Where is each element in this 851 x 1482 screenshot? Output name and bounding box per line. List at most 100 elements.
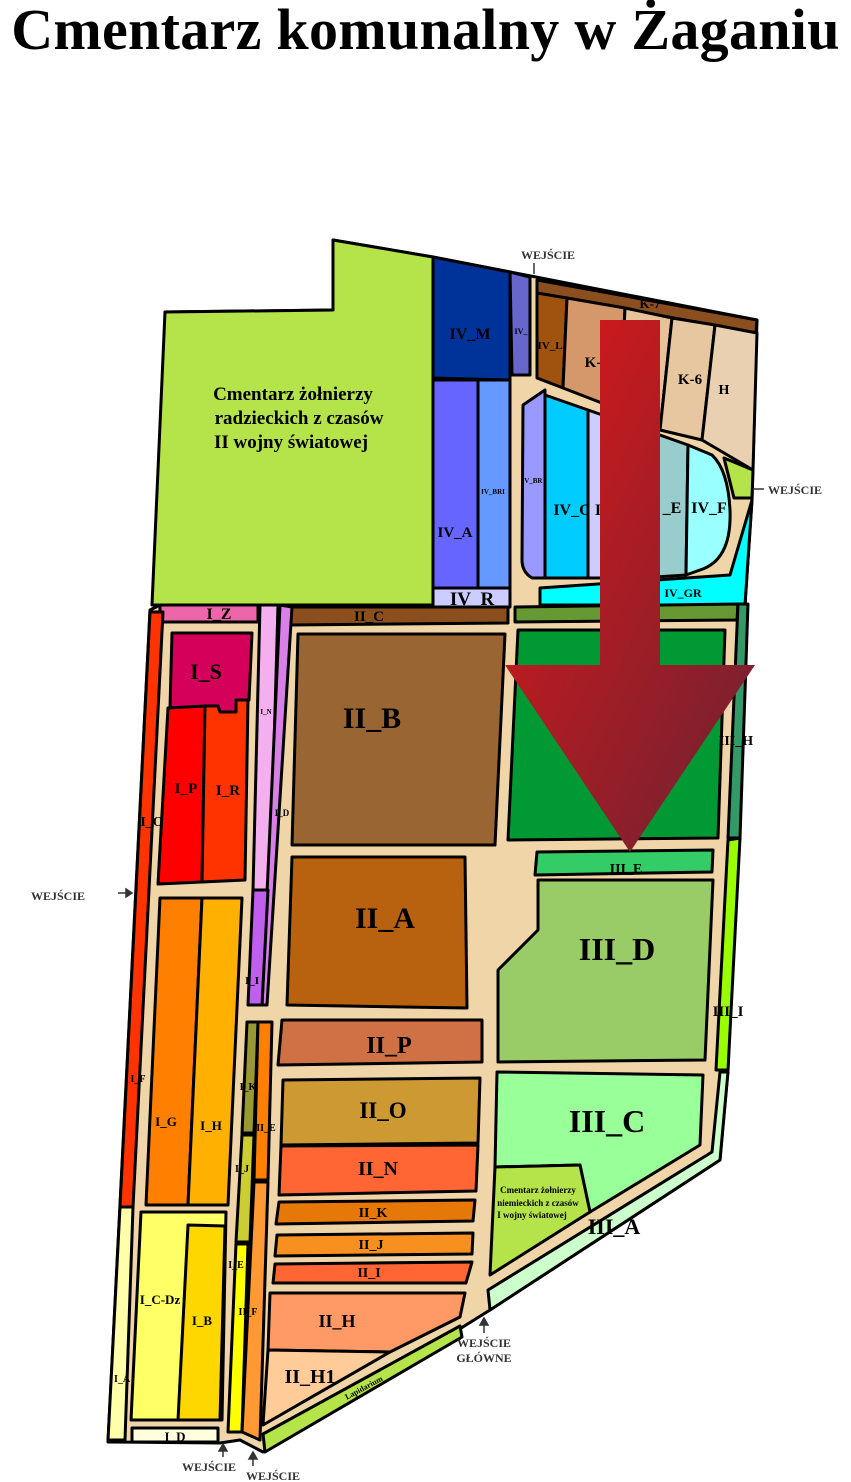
section-iv-gr[interactable]	[538, 498, 754, 607]
section-ii-k[interactable]	[274, 1198, 477, 1226]
entrance-east-label: WEJŚCIE	[768, 483, 822, 497]
label-i-n: I_N	[260, 708, 271, 716]
entrances: WEJŚCIE WEJŚCIE WEJŚCIE WEJŚCIE GŁÓWNE W…	[31, 248, 822, 1482]
label-k-6: K-6	[678, 372, 703, 388]
section-iii-i[interactable]	[714, 836, 742, 1072]
label-h: H	[719, 383, 730, 398]
section-ii-n[interactable]	[277, 1143, 480, 1197]
section-ii-b[interactable]	[290, 632, 507, 847]
label-i-e: I_E	[228, 1260, 244, 1271]
label-ii-h1: II_H1	[284, 1366, 335, 1388]
label-iii-c: III_C	[569, 1103, 645, 1139]
label-german-2: niemieckich z czasów	[497, 1198, 579, 1208]
label-i-c-dz: I_C-Dz	[140, 1292, 181, 1307]
section-iv-r[interactable]	[431, 586, 512, 609]
section-lapidarium[interactable]	[261, 1324, 464, 1454]
section-iv-small[interactable]	[508, 270, 532, 377]
label-iv-c: IV_C	[553, 502, 590, 519]
section-iv-a[interactable]	[431, 378, 480, 590]
section-ii-i[interactable]	[271, 1260, 474, 1285]
label-iv-m: IV_M	[450, 326, 491, 343]
label-i-s: I_S	[190, 659, 222, 684]
label-k-5: K-	[585, 355, 602, 371]
label-i-o: I_O	[140, 815, 163, 830]
label-iv-gr: IV_GR	[664, 586, 702, 600]
label-i-z: I_Z	[207, 606, 232, 623]
section-iv-c[interactable]	[543, 393, 590, 580]
label-iv-f: IV_F	[691, 500, 727, 517]
label-ii-o: II_O	[359, 1098, 406, 1123]
label-soviet-1: Cmentarz żołnierzy	[213, 384, 373, 405]
label-i-j: I_J	[235, 1164, 249, 1175]
section-iii-a[interactable]	[486, 1070, 730, 1312]
label-iii-d: III_D	[579, 931, 655, 967]
label-ii-a: II_A	[355, 902, 415, 935]
entrance-west-label: WEJŚCIE	[31, 889, 85, 903]
label-i-h: I_H	[200, 1118, 222, 1133]
section-i-i[interactable]	[246, 888, 270, 1007]
entrance-main-label-1: WEJŚCIE	[457, 1336, 511, 1350]
label-german-3: I wojny światowej	[497, 1210, 567, 1220]
label-iii-e: III_E	[610, 862, 643, 877]
label-german-1: Cmentarz żołnierzy	[500, 1185, 576, 1195]
entrance-top-label: WEJŚCIE	[521, 248, 575, 262]
section-ii-j[interactable]	[273, 1231, 475, 1258]
label-ii-h: II_H	[318, 1311, 355, 1331]
entrance-bottom-1-label: WEJŚCIE	[182, 1460, 236, 1474]
label-i-p: I_P	[175, 781, 198, 797]
label-iv-br: IV_BR	[521, 477, 543, 485]
label-i-b: I_B	[192, 1313, 213, 1328]
label-i-g: I_G	[155, 1114, 177, 1129]
section-iii-d[interactable]	[496, 878, 715, 1064]
label-ii-e: II_E	[256, 1123, 276, 1134]
section-ii-a[interactable]	[285, 855, 469, 1010]
label-i-i: I_I	[245, 975, 259, 987]
section-i-r[interactable]	[200, 698, 250, 884]
label-i-a: I_A	[114, 1374, 131, 1385]
section-i-a[interactable]	[106, 1205, 135, 1442]
label-i-d: I_D	[165, 1429, 186, 1444]
label-iv-small: IV_	[515, 327, 529, 336]
section-iv-br[interactable]	[520, 388, 547, 580]
label-ii-c: II_C	[354, 609, 384, 625]
label-iii-a: III_A	[588, 1214, 641, 1239]
label-ii-p: II_P	[366, 1033, 411, 1059]
section-i-h[interactable]	[186, 896, 244, 1207]
section-i-d-strip[interactable]	[260, 603, 294, 1007]
map-title: Cmentarz komunalny w Żaganiu	[11, 0, 840, 62]
section-i-d[interactable]	[130, 1426, 220, 1444]
label-iv-e: _E	[662, 500, 682, 517]
label-ii-b: II_B	[343, 702, 401, 735]
label-ii-i: II_I	[357, 1266, 380, 1281]
label-iv-bri: IV_BRI	[481, 488, 505, 496]
label-i-d-strip: I_D	[275, 808, 290, 818]
section-ii-p[interactable]	[276, 1018, 484, 1067]
section-ii-h1[interactable]	[261, 1348, 392, 1427]
label-soviet-2: radzieckich z czasów	[215, 408, 384, 429]
label-iv-l: IV_L	[537, 340, 562, 352]
label-i-k: I_K	[240, 1082, 257, 1093]
label-iv-r: IV_R	[450, 589, 495, 610]
section-ii-e[interactable]	[252, 1020, 274, 1182]
label-i-r: I_R	[216, 783, 240, 799]
label-iii-i: III_I	[713, 1004, 744, 1020]
direction-arrow-icon	[505, 320, 755, 852]
section-german-cemetery[interactable]	[488, 1163, 592, 1277]
section-iv-bri[interactable]	[476, 378, 512, 590]
section-ii-o[interactable]	[279, 1076, 482, 1147]
section-iii-e[interactable]	[533, 848, 715, 877]
label-k-7: K-7	[640, 296, 661, 311]
label-iv-d: I	[595, 502, 601, 519]
label-ii-n: II_N	[358, 1158, 399, 1180]
section-ii-h[interactable]	[266, 1291, 467, 1354]
section-ii-f[interactable]	[240, 1180, 270, 1442]
section-labels: Cmentarz żołnierzy radzieckich z czasów …	[114, 296, 753, 1444]
entrance-main-label-2: GŁÓWNE	[456, 1351, 511, 1365]
label-ii-k: II_K	[359, 1206, 388, 1221]
section-i-b[interactable]	[176, 1223, 227, 1422]
label-ii-j: II_J	[359, 1238, 384, 1253]
section-iv-f[interactable]	[684, 443, 732, 577]
label-ii-f: II_F	[239, 1307, 258, 1318]
section-iv-m[interactable]	[431, 255, 512, 382]
